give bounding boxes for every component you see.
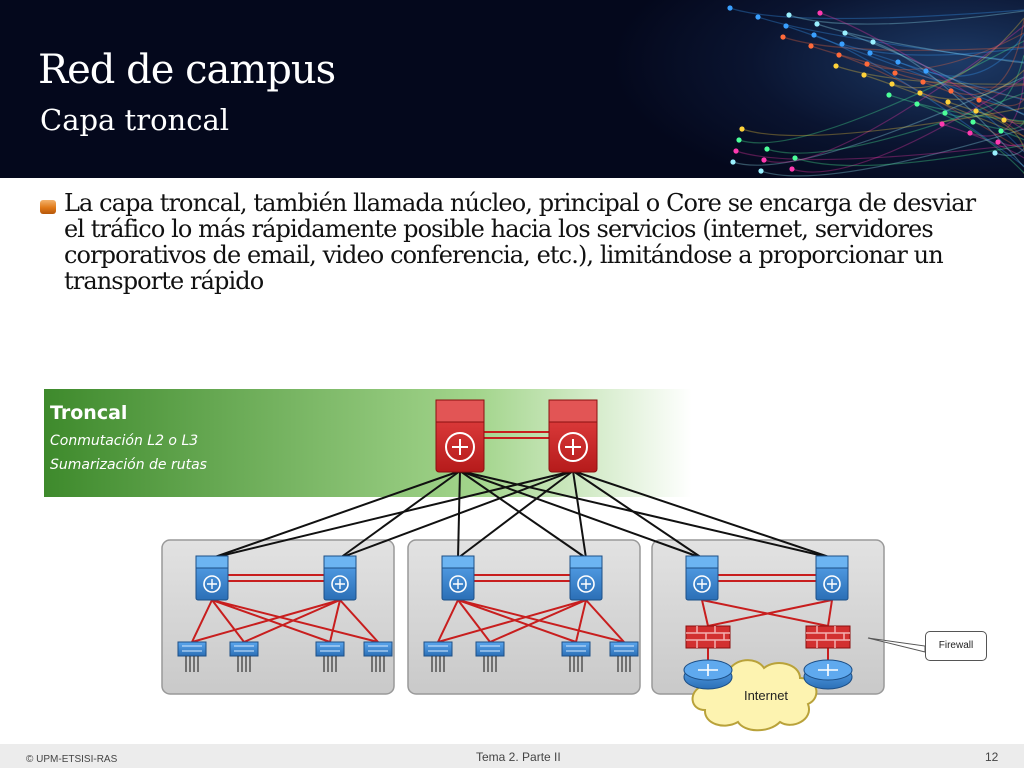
- distribution-switch: [815, 555, 849, 601]
- fiber-optic-image: [590, 0, 1024, 178]
- distribution-switch: [685, 555, 719, 601]
- access-switch: [475, 641, 505, 672]
- bullet-icon: [40, 200, 56, 214]
- edge-router-1: [683, 659, 733, 690]
- page-number: 12: [985, 750, 999, 764]
- internet-label: Internet: [743, 688, 789, 703]
- distribution-switch: [441, 555, 475, 601]
- footer-copyright: © UPM-ETSISI-RAS: [26, 754, 118, 765]
- slide-subtitle: Capa troncal: [40, 103, 230, 137]
- footer-topic: Tema 2. Parte II: [476, 750, 561, 764]
- access-switch: [609, 641, 639, 672]
- access-switch: [177, 641, 207, 672]
- edge-router-2: [803, 659, 853, 690]
- core-switch-1: [435, 399, 485, 473]
- band-feature-1: Conmutación L2 o L3: [50, 433, 199, 449]
- core-switch-2: [548, 399, 598, 473]
- slide-header: Red de campus Capa troncal: [0, 0, 1024, 178]
- access-switch: [561, 641, 591, 672]
- core-interconnect: [484, 431, 549, 439]
- distribution-switch: [569, 555, 603, 601]
- access-switch: [423, 641, 453, 672]
- core-uplinks: [211, 470, 833, 559]
- distribution-switch: [323, 555, 357, 601]
- slide-footer: © UPM-ETSISI-RAS Tema 2. Parte II 12: [0, 744, 1024, 768]
- campus-network-diagram: [44, 389, 926, 732]
- band-feature-2: Sumarización de rutas: [50, 457, 207, 473]
- firewall-2: [805, 625, 851, 649]
- firewall-callout: Firewall: [925, 631, 987, 661]
- band-title: Troncal: [50, 402, 128, 424]
- firewall-1: [685, 625, 731, 649]
- access-switch: [315, 641, 345, 672]
- bullet-text: La capa troncal, también llamada núcleo,…: [64, 189, 976, 295]
- distribution-switch: [195, 555, 229, 601]
- slide-title: Red de campus: [38, 47, 336, 93]
- access-switch: [363, 641, 393, 672]
- access-switch: [229, 641, 259, 672]
